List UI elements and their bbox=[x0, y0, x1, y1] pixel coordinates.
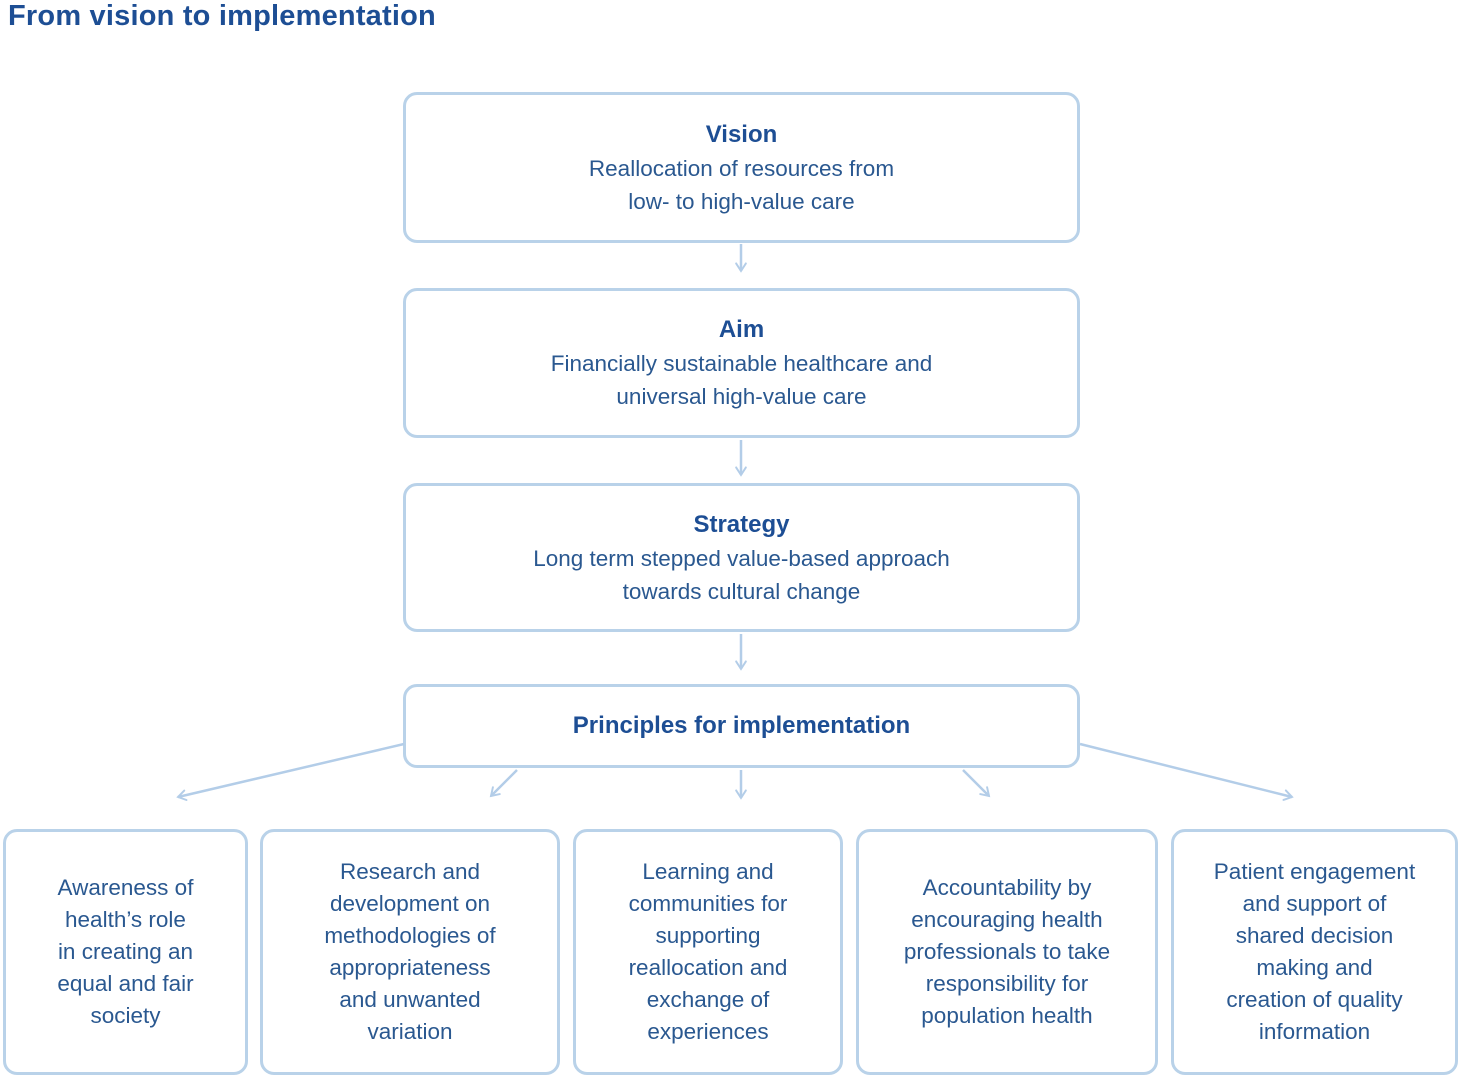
vision-heading: Vision bbox=[705, 120, 778, 148]
principles-heading: Principles for implementation bbox=[572, 712, 911, 739]
branch-arrow-icon-to-research bbox=[489, 769, 518, 798]
principle-text: Accountability by encouraging health pro… bbox=[903, 875, 1111, 1028]
principle-box-patient-engagement: Patient engagement and support of shared… bbox=[1171, 829, 1458, 1075]
strategy-box: Strategy Long term stepped value-based a… bbox=[403, 483, 1080, 632]
aim-box: Aim Financially sustainable healthcare a… bbox=[403, 288, 1080, 438]
principle-text: Learning and communities for supporting … bbox=[628, 859, 788, 1044]
aim-heading: Aim bbox=[718, 316, 765, 343]
principle-box-awareness: Awareness of health’s role in creating a… bbox=[3, 829, 248, 1075]
vision-box: Vision Reallocation of resources from lo… bbox=[403, 92, 1080, 243]
principle-box-accountability: Accountability by encouraging health pro… bbox=[856, 829, 1158, 1075]
aim-body: Financially sustainable healthcare and u… bbox=[550, 351, 933, 409]
page-title: From vision to implementation bbox=[8, 0, 436, 32]
branch-arrow-icon-to-awareness bbox=[176, 742, 405, 801]
branch-arrow-icon-to-patient-engagement bbox=[1079, 742, 1294, 801]
strategy-body: Long term stepped value-based approach t… bbox=[533, 545, 950, 604]
principle-box-learning: Learning and communities for supporting … bbox=[573, 829, 843, 1075]
vision-body: Reallocation of resources from low- to h… bbox=[588, 155, 895, 214]
principles-box: Principles for implementation bbox=[403, 684, 1080, 768]
principle-text: Research and development on methodologie… bbox=[324, 859, 496, 1044]
principle-box-research: Research and development on methodologie… bbox=[260, 829, 560, 1075]
principle-text: Patient engagement and support of shared… bbox=[1213, 859, 1416, 1044]
principle-text: Awareness of health’s role in creating a… bbox=[57, 875, 194, 1028]
strategy-heading: Strategy bbox=[693, 510, 790, 538]
branch-arrow-icon-to-accountability bbox=[962, 769, 991, 798]
